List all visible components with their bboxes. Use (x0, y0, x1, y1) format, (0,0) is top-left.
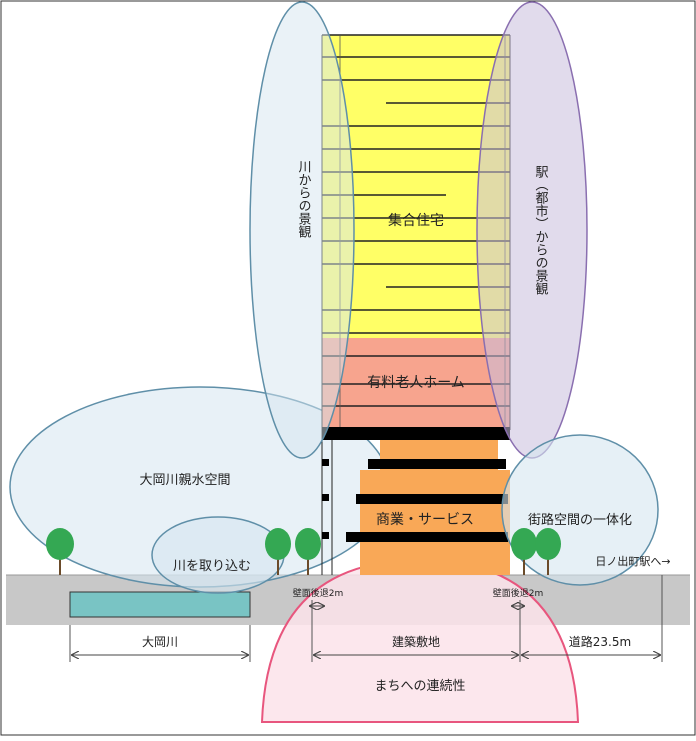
nursing-home-label: 有料老人ホーム (367, 375, 465, 391)
hinode-station-label: 日ノ出町駅へ→ (595, 554, 670, 568)
river-view-ellipse (249, 1, 355, 459)
tree-icon (535, 528, 561, 575)
structural-band-3 (356, 494, 508, 504)
view-from-river-label: 川からの景観 (296, 160, 312, 238)
structural-band-1 (322, 427, 510, 440)
road-dimension-label: 道路23.5m (569, 634, 631, 649)
river-dimension-label: 大岡川 (142, 635, 178, 649)
tree-icon (46, 528, 74, 575)
floor-marker-1 (322, 459, 329, 466)
street-integration-label: 街路空間の一体化 (528, 512, 632, 528)
setback-left-label: 壁面後退2m (293, 587, 344, 599)
town-continuity-label: まちへの連続性 (374, 679, 465, 694)
tree-icon (295, 528, 321, 575)
commerce-label: 商業・サービス (376, 512, 474, 528)
structural-band-2 (368, 459, 506, 469)
housing-label: 集合住宅 (388, 212, 444, 229)
site-dimension-label: 建築敷地 (392, 634, 440, 649)
tree-icon (265, 528, 291, 575)
take-in-river-bubble (151, 516, 285, 594)
tree-icon (511, 528, 537, 575)
setback-right-label: 壁面後退2m (493, 587, 544, 599)
river-channel (69, 591, 251, 618)
floor-marker-2 (322, 494, 329, 501)
take-in-river-label: 川を取り込む (173, 559, 251, 574)
structural-band-4 (346, 532, 508, 542)
waterfront-space-label: 大岡川親水空間 (139, 473, 230, 488)
commerce-block (360, 470, 510, 575)
view-from-station-label: 駅（都市）からの景観 (533, 165, 549, 295)
floor-marker-3 (322, 532, 329, 539)
